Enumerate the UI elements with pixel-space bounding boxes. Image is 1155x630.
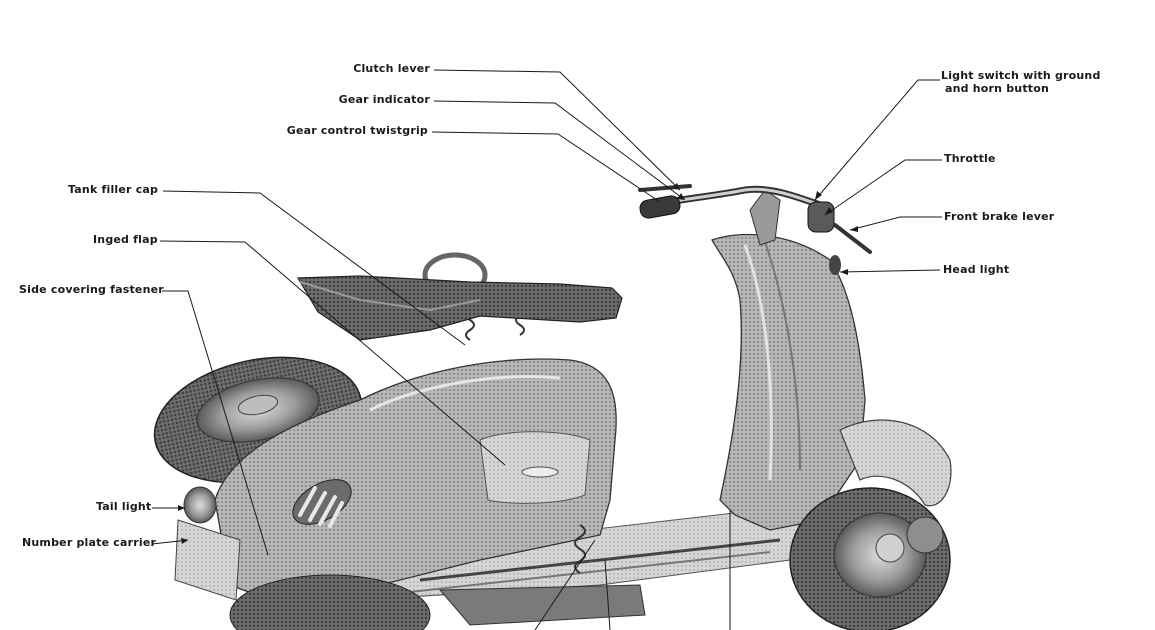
clutch-lever-shape — [640, 186, 690, 190]
label-throttle: Throttle — [944, 152, 996, 165]
label-front-brake-lever: Front brake lever — [944, 210, 1054, 223]
label-number-plate-carrier: Number plate carrier — [22, 536, 156, 549]
label-clutch-lever: Clutch lever — [353, 62, 430, 75]
label-gear-control-twistgrip: Gear control twistgrip — [287, 124, 428, 137]
label-light-switch-line2: and horn button — [941, 82, 1101, 95]
label-gear-indicator: Gear indicator — [339, 93, 430, 106]
tail-light-lamp — [184, 487, 216, 523]
scooter-illustration — [143, 186, 951, 630]
leader-gear-control-twistgrip — [432, 132, 660, 202]
label-light-switch-line1: Light switch with ground — [941, 69, 1101, 82]
label-tank-filler-cap: Tank filler cap — [68, 183, 158, 196]
left-grip — [639, 195, 682, 220]
label-side-covering-fastener: Side covering fastener — [19, 283, 164, 296]
leader-front-brake-lever — [850, 217, 942, 230]
label-inged-flap: Inged flap — [93, 233, 158, 246]
leader-clutch-lever — [434, 70, 680, 190]
leader-gear-indicator — [434, 101, 685, 200]
label-light-switch: Light switch with ground and horn button — [941, 69, 1101, 95]
leader-head-light — [840, 270, 940, 272]
seat — [298, 276, 622, 340]
label-head-light: Head light — [943, 263, 1009, 276]
label-tail-light: Tail light — [96, 500, 151, 513]
right-grip — [808, 202, 834, 232]
leader-light-switch — [815, 80, 940, 200]
leg-shield — [712, 235, 865, 530]
front-wheel — [790, 488, 950, 630]
